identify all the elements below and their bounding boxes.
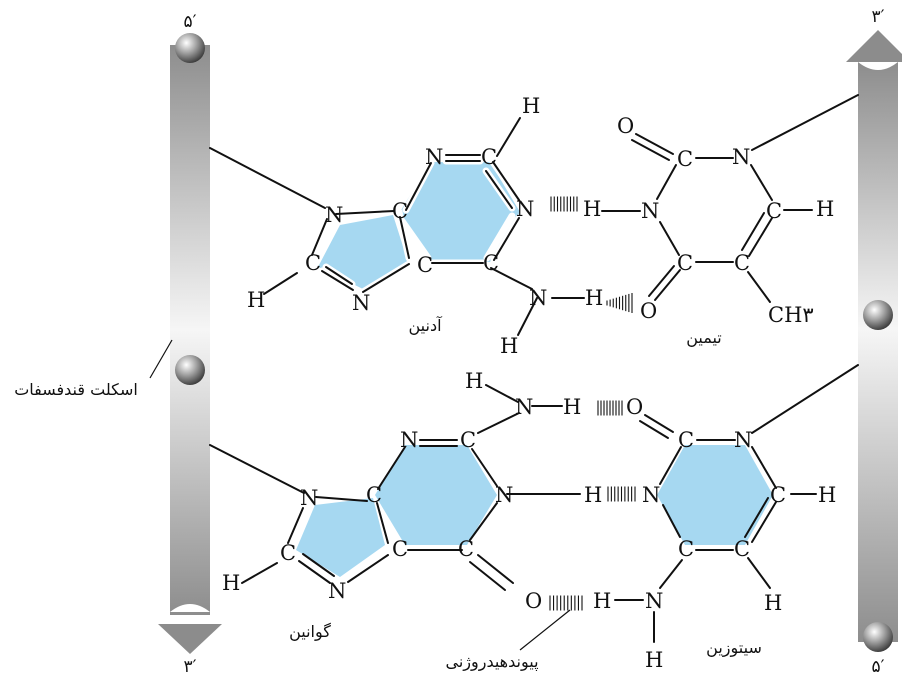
atom-label: C — [392, 537, 408, 561]
atom-label: N — [328, 579, 346, 603]
atom-label: C — [678, 537, 694, 561]
ring-fills — [296, 162, 773, 577]
guanine-hexagon-fill — [375, 445, 497, 545]
atom-label: C — [766, 199, 782, 223]
adenine-pentagon-fill — [318, 215, 408, 290]
atom-label: H — [583, 197, 601, 221]
thymine-label: تیمین — [686, 328, 722, 348]
atom-label: N — [352, 291, 370, 315]
atom-label: H — [563, 395, 581, 419]
atom-label: C — [483, 251, 499, 275]
hydrogen-bond-callout: پیوندهیدروژنی — [445, 652, 538, 672]
covalent-bonds — [241, 114, 817, 643]
right-backbone: ۳′ ۵′ — [846, 7, 902, 677]
atom-label: C — [677, 251, 693, 275]
right-bottom-end-label: ۵′ — [872, 657, 885, 677]
atom-label: N — [425, 145, 443, 169]
atom-label: C — [392, 199, 408, 223]
atom-label: C — [366, 483, 382, 507]
atom-label: C — [417, 253, 433, 277]
atom-label: C — [460, 428, 476, 452]
atom-label: N — [529, 286, 547, 310]
guanine-label: گوانین — [289, 622, 331, 642]
right-strand-arrow — [846, 30, 902, 62]
hydrogen-bond — [607, 486, 636, 502]
atom-label: C — [770, 483, 786, 507]
atom-label: N — [300, 486, 318, 510]
guanine-pentagon-fill — [296, 498, 385, 577]
atom-label: H — [645, 648, 663, 672]
atom-label: C — [280, 541, 296, 565]
atom-label: C — [734, 537, 750, 561]
atom-label: O — [640, 299, 657, 323]
atom-label: N — [734, 428, 752, 452]
cytosine-label: سیتوزین — [706, 638, 762, 658]
atom-label: H — [522, 94, 540, 118]
methyl-group: CH۳ — [768, 303, 814, 327]
atom-label: H — [465, 369, 483, 393]
atom-label: O — [525, 589, 542, 613]
atom-label: C — [458, 537, 474, 561]
left-top-end-label: ۵′ — [184, 12, 197, 32]
labels: آدنین تیمین گوانین سیتوزین اسکلت قندفسفا… — [14, 316, 762, 672]
atom-label: N — [516, 197, 534, 221]
phosphate-ball — [863, 622, 893, 652]
atom-label: C — [677, 147, 693, 171]
atom-label: N — [645, 589, 663, 613]
atom-label: N — [642, 483, 660, 507]
atom-label: C — [481, 145, 497, 169]
atom-label: H — [585, 286, 603, 310]
cytosine-atoms: O C N H N C H C C H H N H — [584, 395, 836, 672]
adenine-atoms: N C N C H N C C C N H N H H — [247, 94, 603, 358]
atom-label: N — [515, 395, 533, 419]
atom-label: N — [495, 483, 513, 507]
atom-label: H — [593, 589, 611, 613]
left-strand-arrow — [158, 624, 222, 654]
atom-label: C — [305, 251, 321, 275]
adenine-label: آدنین — [408, 316, 443, 336]
hydrogen-bonds — [549, 196, 636, 611]
hydrogen-bond — [549, 595, 583, 611]
left-backbone: ۵′ ۳′ — [158, 12, 222, 677]
cytosine-hexagon-fill — [657, 445, 773, 545]
atom-label: H — [818, 483, 836, 507]
phosphate-ball — [175, 33, 205, 63]
atom-label: H — [584, 483, 602, 507]
atom-label: N — [732, 145, 750, 169]
thymine-atoms: H N O C N C H C C O CH۳ — [583, 114, 834, 327]
right-top-end-label: ۳′ — [872, 7, 885, 27]
atom-label: H — [222, 571, 240, 595]
atom-label: C — [678, 428, 694, 452]
atom-label: H — [816, 197, 834, 221]
hydrogen-bond — [597, 400, 623, 416]
atom-label: O — [617, 114, 634, 138]
backbone-callout: اسکلت قندفسفات — [14, 380, 138, 399]
atom-label: H — [500, 334, 518, 358]
backbone-connections — [209, 94, 859, 494]
atom-label: O — [626, 395, 643, 419]
phosphate-ball — [863, 300, 893, 330]
atom-label: H — [764, 591, 782, 615]
callout-lines — [149, 339, 571, 651]
hydrogen-bond — [550, 196, 578, 212]
adenine-hexagon-fill — [400, 162, 520, 262]
hydrogen-bond — [606, 293, 633, 313]
guanine-atoms: H N H N C N C N C H C C N O — [222, 369, 581, 613]
atom-label: N — [400, 428, 418, 452]
left-bottom-end-label: ۳′ — [184, 657, 197, 677]
phosphate-ball — [175, 355, 205, 385]
atom-label: N — [325, 203, 343, 227]
atom-label: C — [734, 251, 750, 275]
atom-label: H — [247, 288, 265, 312]
atom-label: N — [641, 199, 659, 223]
